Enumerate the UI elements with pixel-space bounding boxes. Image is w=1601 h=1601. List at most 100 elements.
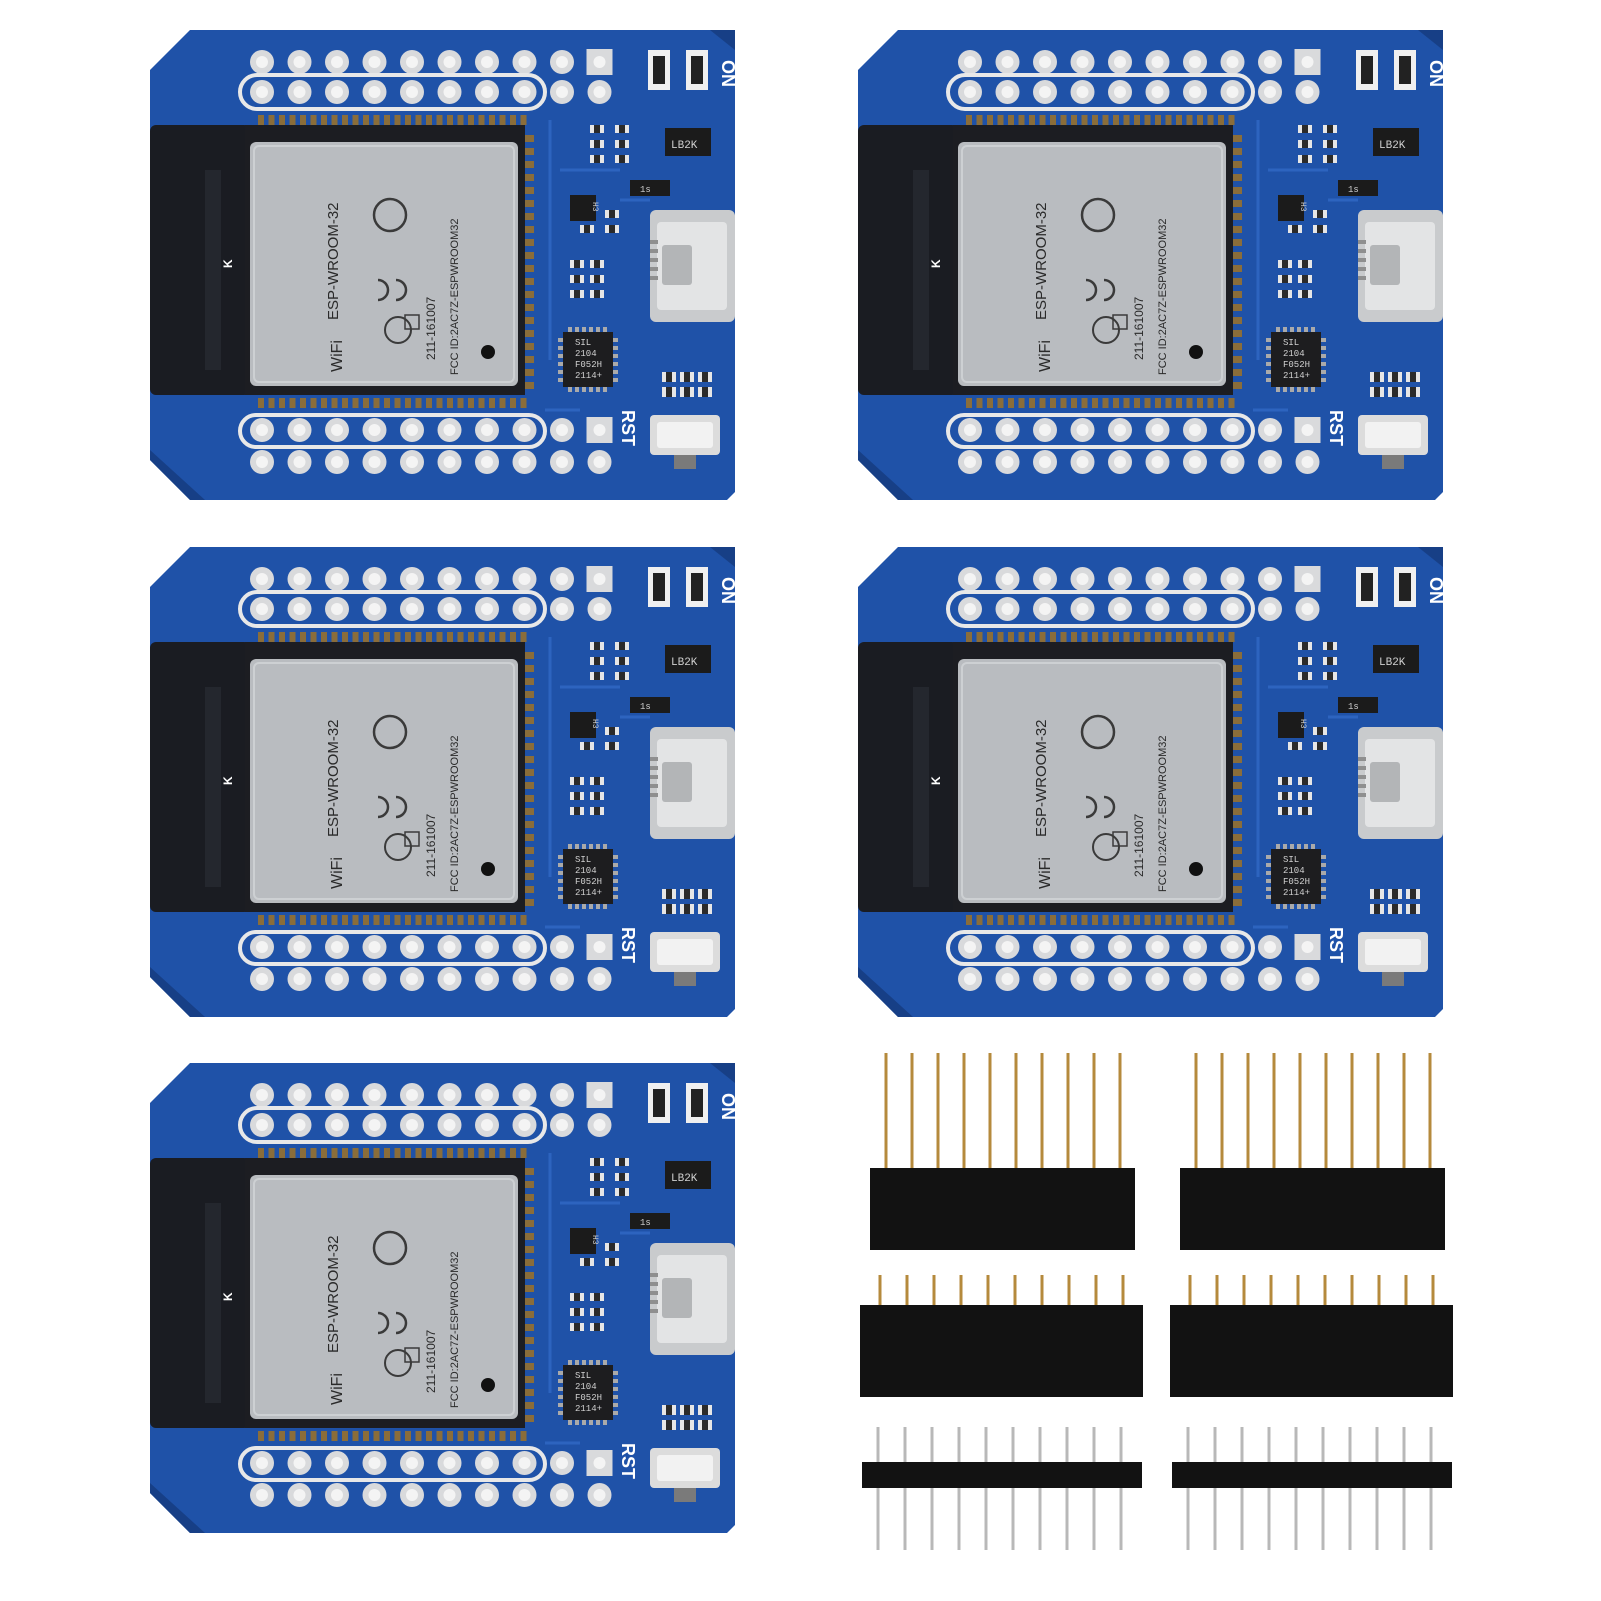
usb-uart-chip (1271, 332, 1321, 387)
usb-chip-line: 2104 (1283, 349, 1305, 359)
r-mark-icon (1112, 314, 1128, 330)
regulator-mark: LB2K (1379, 657, 1406, 669)
label-on: ON (1426, 60, 1446, 87)
usb-chip-line: F052H (575, 360, 602, 370)
header-pin (884, 1053, 888, 1173)
usb-chip-line: 2114+ (575, 888, 602, 898)
transistor (1278, 195, 1304, 221)
espressif-logo-icon (1080, 197, 1116, 233)
wroom-shield (250, 1175, 518, 1419)
usb-chip-line: 2104 (575, 866, 597, 876)
header-pin (1321, 1427, 1325, 1550)
usb-chip-line: F052H (1283, 877, 1310, 887)
header-pin (1246, 1053, 1250, 1173)
header-pin (1272, 1053, 1276, 1173)
header-pin (1402, 1053, 1406, 1173)
short-female-header-1 (860, 1275, 1143, 1400)
label-rst: RST (618, 1443, 638, 1479)
espressif-logo-icon (372, 197, 408, 233)
header-body (870, 1168, 1135, 1250)
fcc-id: FCC ID:2AC7Z-ESPWROOM32 (449, 736, 461, 892)
usb-chip-line: SIL (575, 855, 591, 865)
r-mark-icon (404, 1347, 420, 1363)
header-pin (1188, 1275, 1192, 1310)
antenna-area (150, 642, 250, 912)
wifi-logo: WiFi (329, 857, 346, 889)
antenna-area (858, 125, 958, 395)
header-body (860, 1305, 1143, 1397)
header-pin (1376, 1053, 1380, 1173)
label-rst: RST (1326, 410, 1346, 446)
header-pin (1242, 1275, 1246, 1310)
usb-chip-line: SIL (575, 338, 591, 348)
cert-code: 211-161007 (1132, 814, 1146, 877)
wifi-logo: WiFi (329, 1373, 346, 1405)
header-pin (1013, 1275, 1017, 1310)
header-pin (1119, 1427, 1123, 1550)
header-body (1170, 1305, 1453, 1397)
diode-mark: 1s (640, 702, 651, 712)
transistor-mark: H3 (590, 719, 599, 729)
usb-chip-line: F052H (575, 877, 602, 887)
header-pin (878, 1275, 882, 1310)
header-pin (1267, 1427, 1271, 1550)
telec-mark-icon (384, 1349, 412, 1377)
pin1-dot (1189, 862, 1203, 876)
header-pin (957, 1427, 961, 1550)
header-pin (1269, 1275, 1273, 1310)
usb-chip-line: 2104 (575, 1382, 597, 1392)
long-female-header-1 (870, 1053, 1135, 1253)
header-pin (930, 1427, 934, 1550)
diode (630, 1213, 670, 1229)
antenna-area (150, 1158, 250, 1428)
cert-code: 211-161007 (424, 297, 438, 360)
antenna-mark: K (929, 259, 943, 268)
header-pin (1429, 1427, 1433, 1550)
header-pin (986, 1275, 990, 1310)
pin1-dot (481, 345, 495, 359)
espressif-logo-icon (372, 714, 408, 750)
header-pin (1220, 1053, 1224, 1173)
regulator-chip (1373, 645, 1419, 673)
label-rst: RST (618, 410, 638, 446)
label-rst: RST (618, 927, 638, 963)
transistor-mark: H3 (590, 1235, 599, 1245)
header-pin (1296, 1275, 1300, 1310)
header-pin (1431, 1275, 1435, 1310)
module-name: ESP-WROOM-32 (325, 719, 342, 837)
fcc-id: FCC ID:2AC7Z-ESPWROOM32 (1157, 219, 1169, 375)
header-pin (1094, 1275, 1098, 1310)
pin1-dot (481, 862, 495, 876)
usb-uart-chip (1271, 849, 1321, 904)
espressif-logo-icon (1080, 714, 1116, 750)
ce-mark-icon (377, 278, 408, 302)
header-pin (1298, 1053, 1302, 1173)
header-pin (1118, 1053, 1122, 1173)
header-pin (1014, 1053, 1018, 1173)
header-pin (1092, 1427, 1096, 1550)
telec-mark-icon (1092, 316, 1120, 344)
header-body (862, 1462, 1142, 1488)
diode-mark: 1s (1348, 185, 1359, 195)
header-pin (1194, 1053, 1198, 1173)
header-pin (1350, 1053, 1354, 1173)
r-mark-icon (404, 831, 420, 847)
regulator-mark: LB2K (671, 140, 698, 152)
diode (1338, 697, 1378, 713)
transistor-mark: H3 (590, 202, 599, 212)
header-pin (936, 1053, 940, 1173)
usb-chip-line: F052H (1283, 360, 1310, 370)
wroom-shield (958, 659, 1226, 903)
cert-code: 211-161007 (424, 814, 438, 877)
header-body (1172, 1462, 1452, 1488)
diode-mark: 1s (640, 1218, 651, 1228)
header-pin (984, 1427, 988, 1550)
antenna-mark: K (929, 776, 943, 785)
header-pin (932, 1275, 936, 1310)
diode (1338, 180, 1378, 196)
fcc-id: FCC ID:2AC7Z-ESPWROOM32 (1157, 736, 1169, 892)
header-body (1180, 1168, 1445, 1250)
antenna-area (150, 125, 250, 395)
r-mark-icon (1112, 831, 1128, 847)
